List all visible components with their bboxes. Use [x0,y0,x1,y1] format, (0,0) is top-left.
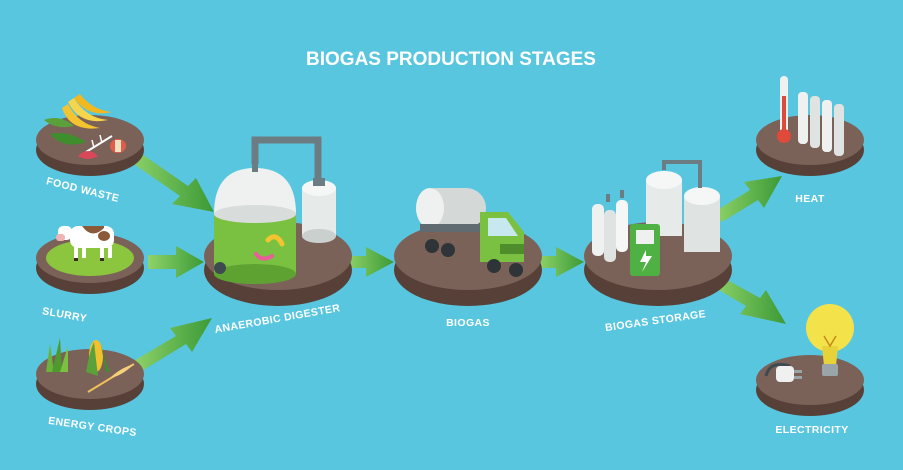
arrow-crops-to-digester [132,318,212,372]
banana-icon [62,94,112,129]
charging-station-icon [630,224,660,276]
grass-icon [46,338,68,372]
stage-biogas: BIOGAS [394,188,542,329]
stage-heat: HEAT [756,76,864,205]
label-energy-crops: ENERGY CROPS [47,415,137,439]
tanker-truck-icon [416,188,524,277]
gas-cylinder-icon [302,178,336,243]
arrow-storage-to-electricity [712,276,786,324]
corn-icon [86,340,110,376]
wheat-icon [87,363,135,393]
vegetable-peel-icon [78,151,98,159]
arrow-digester-to-biogas [346,247,394,277]
power-plug-icon [764,362,802,382]
label-anaerobic-digester: ANAEROBIC DIGESTER [214,302,342,336]
stage-biogas-storage: BIOGAS STORAGE [584,160,732,334]
cylinder-cluster-icon [592,190,628,262]
thermometer-icon [777,76,791,143]
label-food-waste: FOOD WASTE [45,175,120,205]
arrow-food-to-digester [128,150,214,212]
label-heat: HEAT [795,193,825,205]
stage-anaerobic-digester: ANAEROBIC DIGESTER [204,136,352,336]
apple-core-icon [110,139,126,153]
gas-pipe-icon [251,136,322,178]
leaf-icon [44,118,86,145]
flow-arrows [128,150,786,372]
diagram-title: BIOGAS PRODUCTION STAGES [306,49,596,70]
stage-slurry: SLURRY [36,226,144,325]
arrow-biogas-to-storage [538,247,584,277]
stage-food-waste: FOOD WASTE [36,94,144,205]
arrow-slurry-to-digester [148,246,204,278]
radiator-icon [798,92,844,156]
label-electricity: ELECTRICITY [775,424,848,436]
light-bulb-icon [806,304,854,376]
cow-icon [56,226,114,261]
label-biogas-storage: BIOGAS STORAGE [604,308,706,334]
fishbone-icon [85,134,113,153]
label-slurry: SLURRY [41,305,88,325]
arrow-storage-to-heat [714,176,782,222]
stage-electricity: ELECTRICITY [756,304,864,436]
storage-tank-icon [646,160,720,252]
stage-energy-crops: ENERGY CROPS [36,338,144,439]
label-biogas: BIOGAS [446,317,490,329]
digester-tank-icon [214,160,296,284]
